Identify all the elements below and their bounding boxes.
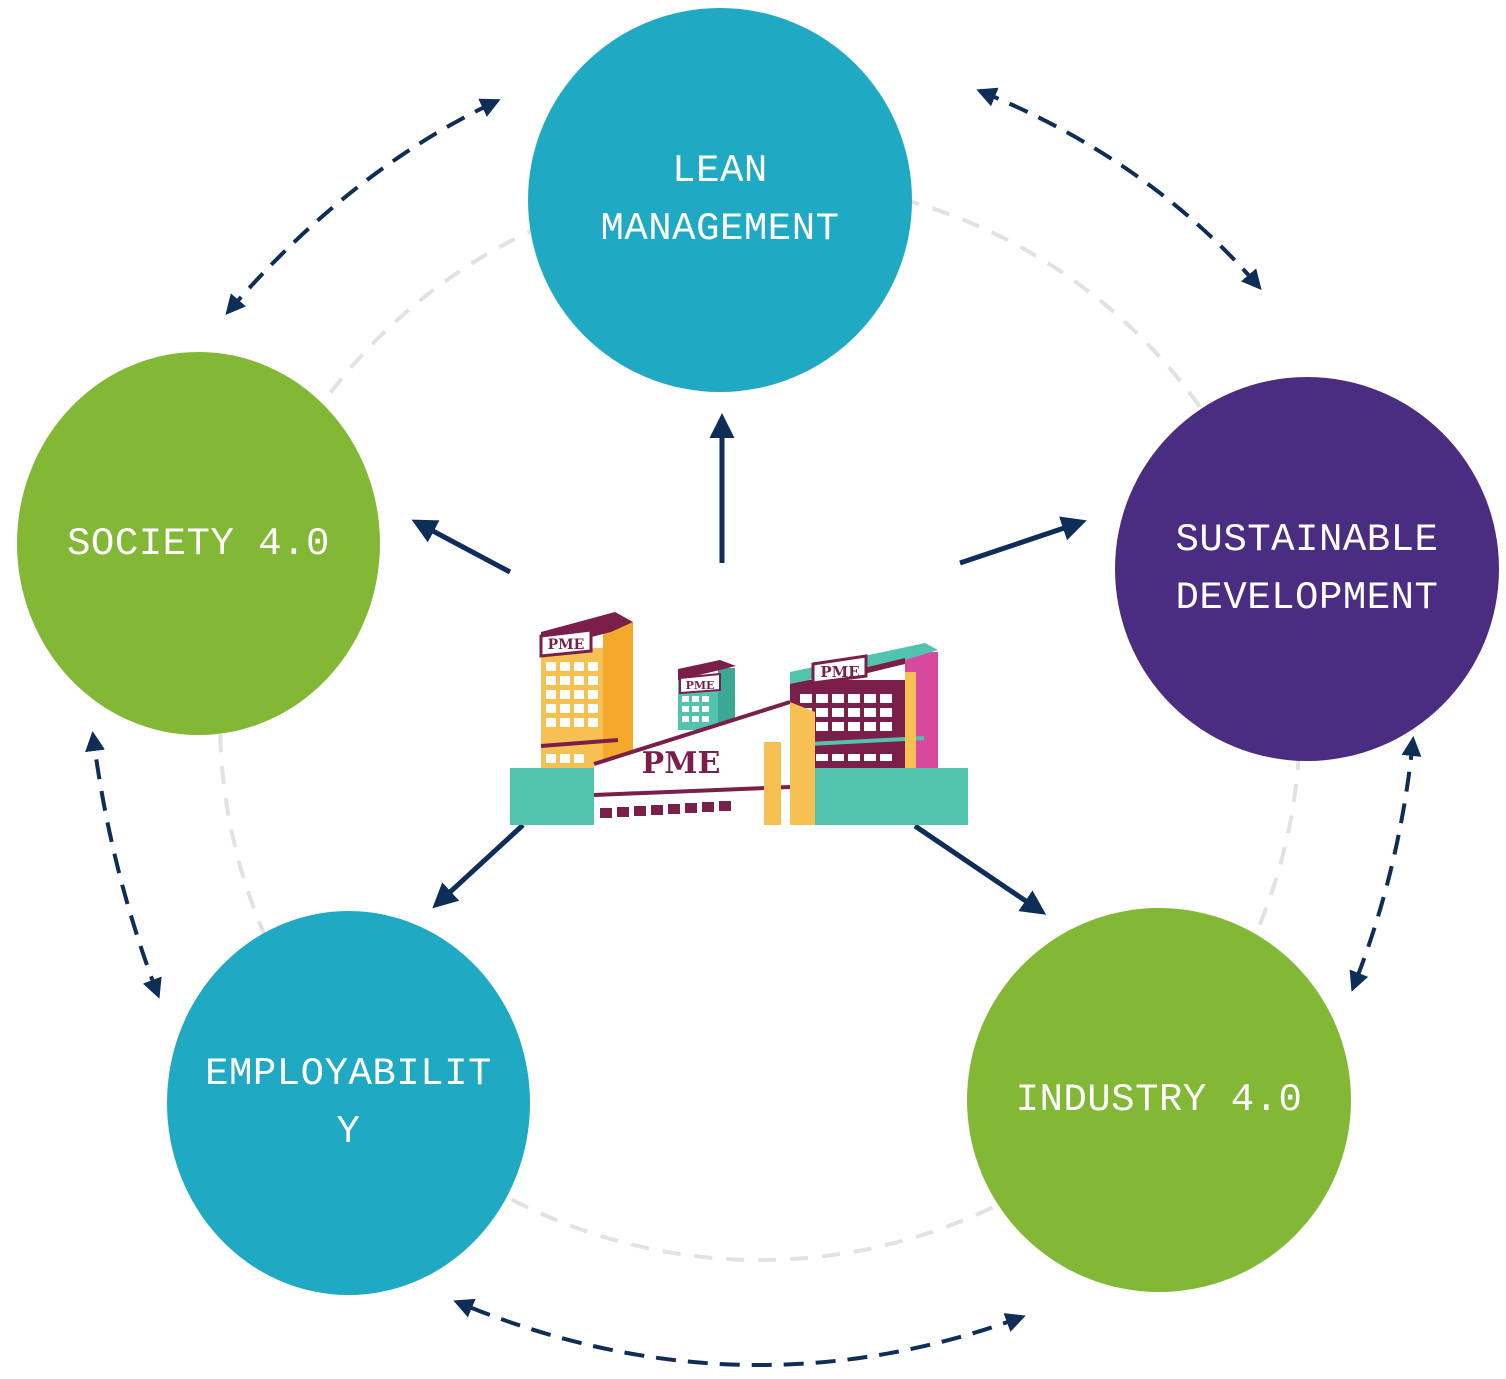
middle-tower-sign: PME [686,679,715,692]
main-building: PME [593,700,815,825]
dashed-arrow-society-lean [225,98,501,316]
right-tower-sign: PME [820,663,859,681]
node-society-label: SOCIETY 4.0 [67,515,330,573]
left-tower-sign: PME [548,637,585,653]
dashed-arrow-industry-employability [453,1298,1026,1367]
node-lean-management-label: LEAN MANAGEMENT [600,142,839,258]
node-lean-line2: MANAGEMENT [600,207,840,251]
arrow-center-to-industry [913,823,1047,915]
node-industry-label: INDUSTRY 4.0 [1016,1071,1303,1129]
node-lean-management: LEAN MANAGEMENT [528,8,912,392]
node-society-4-0: SOCIETY 4.0 [17,352,380,735]
ground-left [510,768,596,825]
dashed-arrow-lean-sustainable [976,87,1262,291]
node-employability: EMPLOYABILIT Y [167,911,530,1295]
middle-tower: PME [678,660,736,730]
node-sustainable-line2: DEVELOPMENT [1175,576,1439,620]
node-employability-label: EMPLOYABILIT Y [205,1045,492,1161]
node-employability-line2: Y [336,1110,361,1154]
node-industry-4-0: INDUSTRY 4.0 [967,908,1351,1292]
left-tower: PME [539,612,633,768]
pme-buildings-illustration: PME PME [510,612,968,825]
arrow-center-to-employability [432,823,525,909]
node-employability-line1: EMPLOYABILIT [205,1052,492,1096]
arrow-center-to-society [411,519,512,575]
node-sustainable-development: SUSTAINABLE DEVELOPMENT [1115,377,1499,761]
left-tower-windows [546,662,598,763]
main-building-sign: PME [642,746,721,781]
dashed-arrow-employability-society [85,731,162,999]
node-industry-line1: INDUSTRY 4.0 [1015,1078,1303,1122]
dashed-arrow-sustainable-industry [1349,736,1422,992]
node-lean-line1: LEAN [672,149,768,193]
node-society-line1: SOCIETY 4.0 [67,521,330,566]
node-sustainable-line1: SUSTAINABLE [1175,518,1439,562]
arrow-center-to-sustainable [959,516,1087,566]
ground-right [812,768,968,825]
node-sustainable-label: SUSTAINABLE DEVELOPMENT [1176,511,1439,627]
